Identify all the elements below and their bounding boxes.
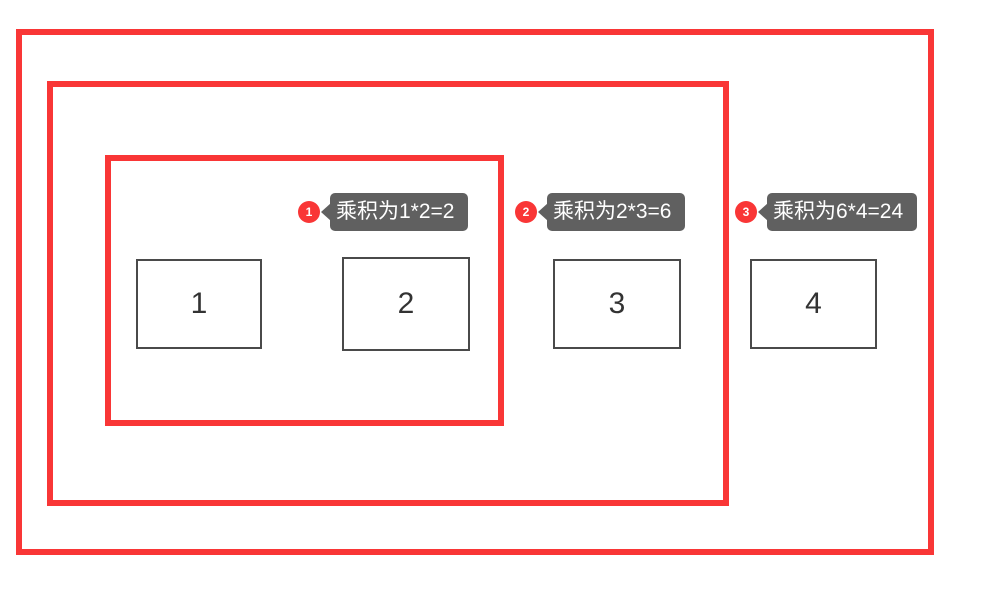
step-badge: 1: [298, 201, 320, 223]
tooltip-label: 乘积为2*3=6: [547, 193, 686, 231]
tooltip-label: 乘积为1*2=2: [330, 193, 469, 231]
step-badge: 2: [515, 201, 537, 223]
step-badge: 3: [735, 201, 757, 223]
annotation-step: 1 乘积为1*2=2: [298, 192, 469, 232]
annotation-step: 3 乘积为6*4=24: [735, 192, 918, 232]
tooltip-arrow-icon: [758, 203, 768, 221]
value-box: 2: [342, 257, 470, 351]
tooltip-label: 乘积为6*4=24: [767, 193, 918, 231]
scope-rect-outer: [16, 29, 934, 555]
scope-rect-inner: [105, 155, 504, 426]
scope-rect-middle: [47, 81, 729, 506]
annotation-step: 2 乘积为2*3=6: [515, 192, 686, 232]
value-box: 3: [553, 259, 681, 349]
tooltip-arrow-icon: [538, 203, 548, 221]
tooltip-arrow-icon: [321, 203, 331, 221]
value-box: 4: [750, 259, 877, 349]
value-box: 1: [136, 259, 262, 349]
